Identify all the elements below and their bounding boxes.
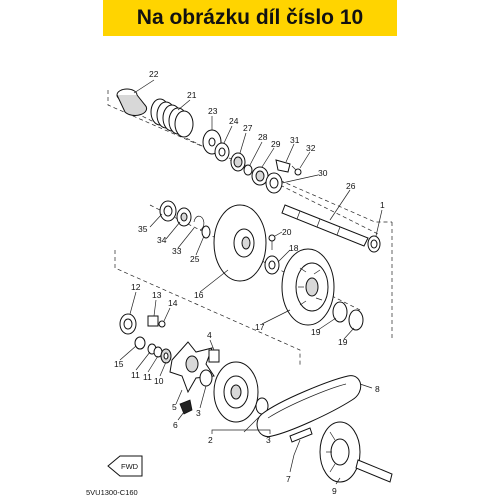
part-bearing-left (176, 207, 192, 227)
callout-2: 2 (208, 435, 213, 445)
callout-9: 9 (332, 486, 337, 496)
callout-33: 33 (172, 246, 182, 256)
callout-29: 29 (271, 139, 281, 149)
callout-7: 7 (286, 474, 291, 484)
callout-25: 25 (190, 254, 200, 264)
callout-19-right: 19 (338, 337, 348, 347)
callout-19-left: 19 (311, 327, 321, 337)
callout-13: 13 (152, 290, 162, 300)
part-bolt (268, 234, 276, 250)
part-secondary-shaft (289, 427, 313, 456)
callout-8: 8 (375, 384, 380, 394)
callout-1: 1 (380, 200, 385, 210)
part-number-banner: Na obrázku díl číslo 10 (103, 0, 397, 36)
part-washer-lower (147, 343, 163, 358)
part-bearing-outer (265, 172, 283, 194)
callout-26: 26 (346, 181, 356, 191)
callout-4: 4 (207, 330, 212, 340)
part-slider (179, 399, 193, 415)
callout-17: 17 (255, 322, 265, 332)
part-spacer (201, 225, 211, 239)
part-bolt-small (291, 165, 302, 176)
fwd-arrow-icon: FWD (107, 455, 143, 477)
callout-11-left: 11 (131, 370, 140, 380)
callout-18: 18 (289, 243, 299, 253)
axis-line-upper (129, 109, 381, 236)
part-spring (150, 98, 194, 138)
part-bearing-small (230, 152, 246, 172)
part-primary-shaft (281, 204, 369, 247)
part-bushing-highlight (160, 348, 172, 364)
part-seal-lower (119, 313, 137, 335)
part-o-ring (243, 164, 253, 176)
part-spider (169, 341, 215, 394)
callout-6: 6 (173, 420, 178, 430)
part-block (147, 315, 159, 327)
frame-top-edge (107, 90, 392, 223)
banner-text: Na obrázku díl číslo 10 (136, 6, 364, 29)
callout-34: 34 (157, 235, 167, 245)
part-sleeve (116, 88, 148, 116)
callout-10: 10 (154, 376, 164, 386)
callout-12: 12 (131, 282, 141, 292)
callout-3-left: 3 (196, 408, 201, 418)
callout-23: 23 (208, 106, 218, 116)
callout-32: 32 (306, 143, 316, 153)
part-shaft-bearing (367, 235, 381, 253)
part-primary-sheave (213, 361, 259, 423)
callout-labels: 22 21 23 24 27 28 29 31 32 30 26 1 35 34… (114, 69, 385, 496)
part-oil-seal (159, 200, 177, 222)
part-collar-lower-left (199, 369, 213, 387)
part-sheave-collar (264, 255, 280, 275)
part-roller (208, 349, 220, 363)
callout-35: 35 (138, 224, 148, 234)
callout-11-right: 11 (143, 372, 152, 382)
callout-5: 5 (172, 402, 177, 412)
part-drive-belt (256, 375, 362, 438)
part-bearing (251, 166, 269, 186)
callout-27: 27 (243, 123, 253, 133)
part-plate (275, 159, 291, 173)
part-collar (214, 142, 230, 162)
callout-15: 15 (114, 359, 124, 369)
fwd-label: FWD (121, 462, 139, 471)
callout-16: 16 (194, 290, 204, 300)
callout-24: 24 (229, 116, 239, 126)
callout-31: 31 (290, 135, 300, 145)
leader-lines (119, 79, 383, 485)
part-spacer-lower (134, 336, 146, 350)
callout-22: 22 (149, 69, 159, 79)
part-movable-sheave (281, 248, 335, 326)
part-o-ring-pair (332, 301, 364, 331)
part-screw (158, 320, 166, 328)
part-secondary-sheave (319, 421, 393, 483)
diagram-code: 5VU1300-C160 (86, 488, 138, 497)
callout-21: 21 (187, 90, 197, 100)
callout-30: 30 (318, 168, 328, 178)
callout-20: 20 (282, 227, 292, 237)
callout-14: 14 (168, 298, 178, 308)
part-fixed-sheave (213, 204, 267, 282)
callout-28: 28 (258, 132, 268, 142)
callout-3-right: 3 (266, 435, 271, 445)
part-circlip (193, 215, 205, 231)
frame-lower-left (114, 250, 301, 365)
